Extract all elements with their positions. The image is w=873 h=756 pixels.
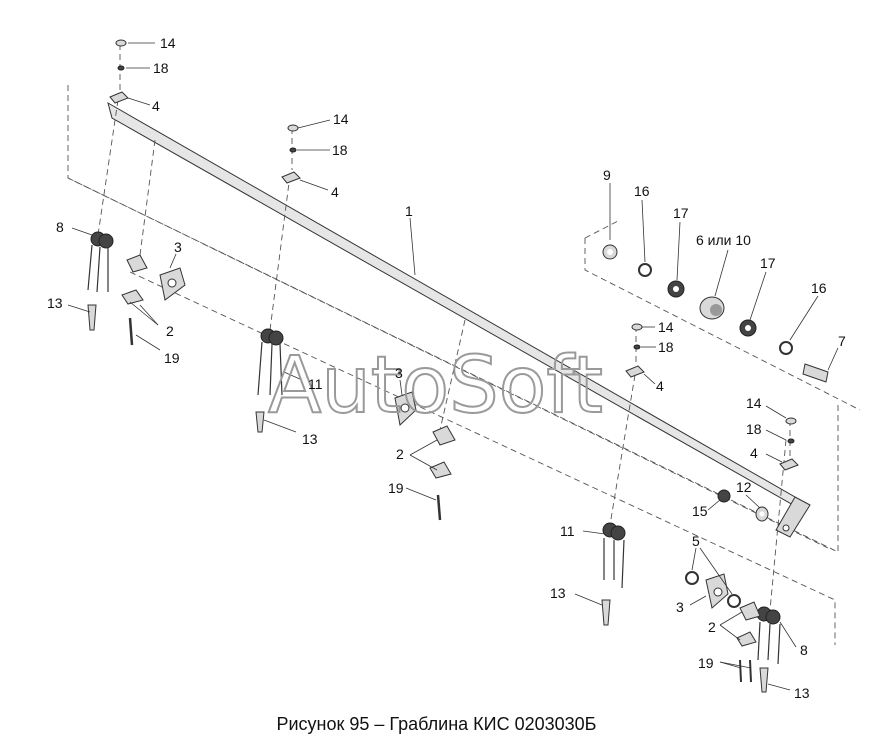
callout-4-b: 4 [331, 184, 339, 200]
callout-5: 5 [692, 533, 700, 549]
hardware-stack-4 [779, 417, 799, 471]
callout-14-d: 14 [746, 395, 762, 411]
callout-18-d: 18 [746, 421, 762, 437]
callout-14-b: 14 [333, 111, 349, 127]
tine-spring-right [601, 522, 626, 626]
callout-8-b: 8 [800, 642, 808, 658]
tine-spring-left [87, 231, 114, 331]
callout-18-b: 18 [332, 142, 348, 158]
callout-2-b: 2 [396, 446, 404, 462]
callout-4-a: 4 [152, 98, 160, 114]
callout-18-a: 18 [153, 60, 169, 76]
hardware-stack-3 [625, 323, 645, 378]
callout-4-d: 4 [750, 445, 758, 461]
callout-8-a: 8 [56, 219, 64, 235]
callout-16-b: 16 [811, 280, 827, 296]
callout-7: 7 [838, 333, 846, 349]
callout-11-a: 11 [308, 376, 323, 392]
callout-labels: 14 18 4 14 18 4 1 8 3 13 2 19 11 3 13 2 … [47, 35, 846, 701]
callout-6-or-10: 6 или 10 [696, 232, 751, 248]
callout-1: 1 [405, 203, 413, 219]
callout-16-a: 16 [634, 183, 650, 199]
dashed-boundaries [67, 85, 861, 645]
callout-13-c: 13 [550, 585, 566, 601]
callout-3-c: 3 [676, 599, 684, 615]
hardware-stack-2 [281, 124, 301, 184]
tine-spring-end [756, 606, 781, 693]
callout-3-b: 3 [395, 365, 403, 381]
callout-9: 9 [603, 167, 611, 183]
callout-13-a: 13 [47, 295, 63, 311]
callout-13-b: 13 [302, 431, 318, 447]
assembly-leaders [97, 44, 791, 611]
callout-2-a: 2 [166, 323, 174, 339]
rake-shaft [107, 101, 811, 538]
callout-18-c: 18 [658, 339, 674, 355]
figure-caption: Рисунок 95 – Граблина КИС 0203030Б [276, 714, 597, 734]
callout-3-a: 3 [174, 239, 182, 255]
callout-13-d: 13 [794, 685, 810, 701]
callout-17-b: 17 [760, 255, 776, 271]
bearing-assembly [602, 244, 829, 522]
callout-19-c: 19 [698, 655, 714, 671]
hardware-stack-1 [109, 39, 129, 104]
callout-17-a: 17 [673, 205, 689, 221]
callout-11-b: 11 [560, 523, 575, 539]
tine-spring-middle [255, 328, 284, 433]
callout-leaders [67, 42, 839, 691]
callout-2-c: 2 [708, 619, 716, 635]
callout-19-a: 19 [164, 350, 180, 366]
callout-15: 15 [692, 503, 708, 519]
callout-12: 12 [736, 479, 752, 495]
watermark-text: AutoSoft [268, 341, 603, 431]
callout-4-c: 4 [656, 378, 664, 394]
bracket-middle [394, 391, 456, 521]
callout-14-a: 14 [160, 35, 176, 51]
bracket-right [685, 571, 761, 683]
callout-19-b: 19 [388, 480, 404, 496]
callout-14-c: 14 [658, 319, 674, 335]
bracket-left [121, 254, 186, 346]
